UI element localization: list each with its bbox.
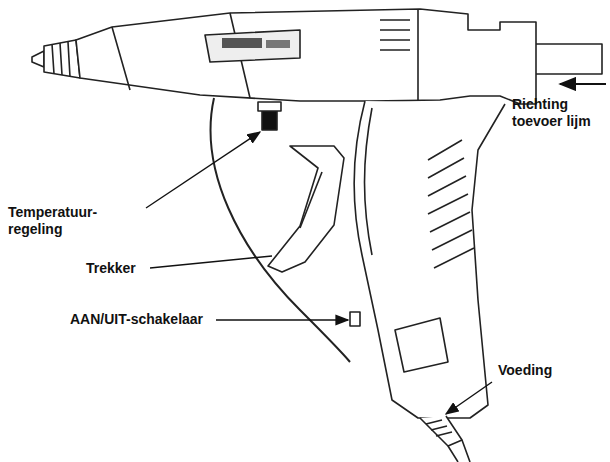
power-supply-label: Voeding: [498, 362, 552, 379]
temperature-control-label: Temperatuur- regeling: [8, 204, 118, 238]
switch-label: AAN/UIT-schakelaar: [70, 311, 203, 328]
trigger-label: Trekker: [86, 260, 136, 277]
feed-direction-label: Richting toevoer lijm: [512, 96, 606, 130]
